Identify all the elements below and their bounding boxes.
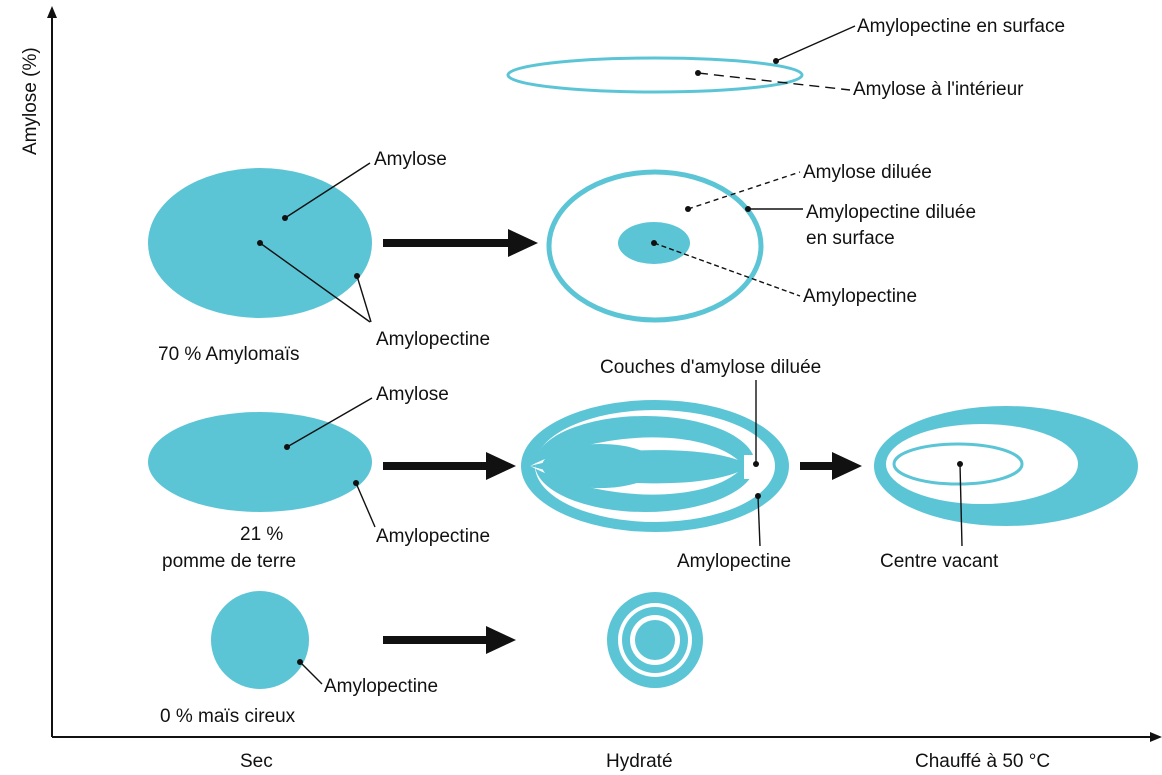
x-label-hydrated: Hydraté — [606, 751, 673, 772]
granule-0-dry — [211, 591, 309, 689]
arrow-21-b — [800, 452, 862, 480]
flat-ring — [508, 58, 802, 92]
label-21-amylose: Amylose — [376, 384, 449, 405]
arrow-0 — [383, 626, 516, 654]
x-label-dry: Sec — [240, 751, 273, 772]
x-axis-arrowhead — [1150, 732, 1162, 742]
y-axis-label: Amylose (%) — [20, 47, 41, 155]
row-0-dry: Amylopectine 0 % maïs cireux — [160, 591, 438, 727]
top-flat-granule: Amylopectine en surface Amylose à l'inté… — [508, 16, 1065, 100]
label-21-amylopectin: Amylopectine — [376, 526, 490, 547]
row-70-dry: Amylose Amylopectine 70 % Amylomaïs — [148, 149, 490, 365]
caption-0: 0 % maïs cireux — [160, 706, 296, 727]
arrow-21-a — [383, 452, 516, 480]
label-amylopectin-surface: Amylopectine en surface — [857, 16, 1065, 37]
caption-21-line2: pomme de terre — [162, 551, 296, 572]
label-center-vacant: Centre vacant — [880, 551, 999, 572]
row-21-heated: Centre vacant — [874, 406, 1138, 572]
row-21-dry: Amylose Amylopectine 21 % pomme de terre — [148, 384, 490, 572]
label-21-hyd-amylopectin: Amylopectine — [677, 551, 791, 572]
row-70-hydrated: Amylose diluée Amylopectine diluée en su… — [549, 162, 976, 320]
label-70-amylose: Amylose — [374, 149, 447, 170]
row-21-hydrated: Couches d'amylose diluée Amylopectine — [521, 357, 821, 572]
granule-21-dry — [148, 412, 372, 512]
label-layers-diluted: Couches d'amylose diluée — [600, 357, 821, 378]
label-amylose-inside: Amylose à l'intérieur — [853, 79, 1024, 100]
label-amylopectin-diluted-l1: Amylopectine diluée — [806, 202, 976, 223]
y-axis-arrowhead — [47, 6, 57, 18]
label-amylopectin-diluted-l2: en surface — [806, 228, 895, 249]
label-0-amylopectin: Amylopectine — [324, 676, 438, 697]
row-0-hydrated — [607, 592, 703, 688]
caption-70: 70 % Amylomaïs — [158, 344, 300, 365]
leader-amylose-inside — [698, 73, 850, 90]
label-70-hyd-amylopectin: Amylopectine — [803, 286, 917, 307]
caption-21-line1: 21 % — [240, 524, 283, 545]
arrow-70 — [383, 229, 538, 257]
label-amylose-diluted: Amylose diluée — [803, 162, 932, 183]
leader-amylopectin-surface — [776, 26, 855, 61]
granule-21-core — [542, 444, 658, 488]
axes: Amylose (%) Sec Hydraté Chauffé à 50 °C — [20, 6, 1162, 772]
x-label-heated: Chauffé à 50 °C — [915, 751, 1050, 772]
label-70-amylopectin: Amylopectine — [376, 329, 490, 350]
